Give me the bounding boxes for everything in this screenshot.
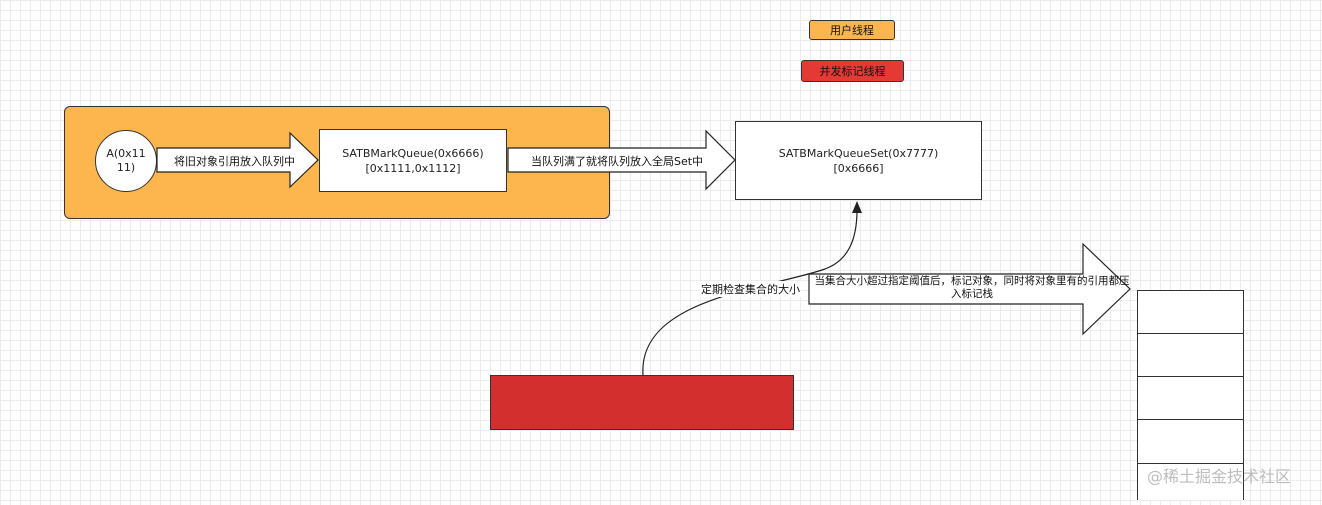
label-put-old-ref: 将旧对象引用放入队列中 xyxy=(174,155,295,168)
satb-mark-queue-set-box: SATBMarkQueueSet(0x7777) [0x6666] xyxy=(735,121,982,200)
satb-mark-queue-box: SATBMarkQueue(0x6666) [0x1111,0x1112] xyxy=(319,129,507,192)
legend-user-thread-label: 用户线程 xyxy=(830,24,874,37)
satb-mark-queue-set-name: SATBMarkQueueSet(0x7777) xyxy=(778,146,939,160)
mark-stack-slot xyxy=(1138,377,1243,420)
arrow-push-mark-stack xyxy=(808,242,1131,336)
marking-thread-block xyxy=(490,375,794,430)
mark-stack-slot xyxy=(1138,291,1243,334)
connector-arrowhead xyxy=(852,201,862,213)
satb-mark-queue-name: SATBMarkQueue(0x6666) xyxy=(342,146,484,160)
watermark: @稀土掘金技术社区 xyxy=(1147,467,1292,486)
object-a-line2: 11) xyxy=(116,161,136,174)
mark-stack-slot xyxy=(1138,334,1243,377)
label-periodic-check: 定期检查集合的大小 xyxy=(700,281,801,297)
object-a-circle: A(0x11 11) xyxy=(95,130,157,192)
satb-mark-queue-set-contents: [0x6666] xyxy=(833,161,884,175)
object-a-line1: A(0x11 xyxy=(106,147,146,160)
legend-marking-thread-label: 并发标记线程 xyxy=(819,65,886,78)
satb-mark-queue-contents: [0x1111,0x1112] xyxy=(365,161,461,175)
arrow-queue-full xyxy=(507,129,736,191)
mark-stack xyxy=(1137,290,1244,500)
arrow-put-old-ref xyxy=(156,131,319,189)
legend-user-thread: 用户线程 xyxy=(809,20,895,40)
legend-marking-thread: 并发标记线程 xyxy=(801,60,904,82)
label-queue-full: 当队列满了就将队列放入全局Set中 xyxy=(531,155,704,168)
mark-stack-slot xyxy=(1138,420,1243,464)
label-push-mark-stack: 当集合大小超过指定阈值后，标记对象，同时将对象里有的引用都压入标记栈 xyxy=(814,275,1130,300)
connector-periodic-check xyxy=(642,209,858,376)
